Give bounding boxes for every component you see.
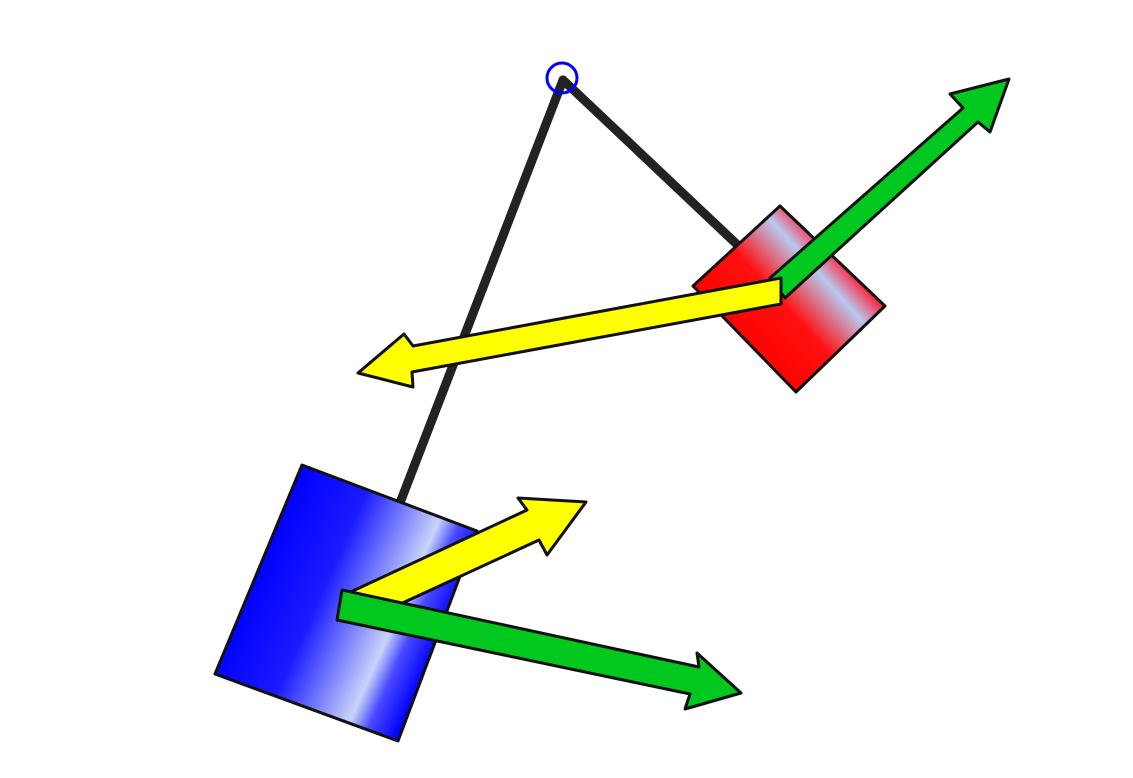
blue-block-green-arrow (335, 588, 743, 711)
blue-block-yellow-arrow (340, 496, 588, 608)
rod-to-red-block (558, 75, 750, 257)
pivot-circle (545, 61, 579, 95)
red-block-green-arrow (768, 77, 1011, 300)
red-block-yellow-arrow (356, 276, 783, 389)
rod-to-blue-block (393, 75, 568, 513)
red-block (691, 204, 887, 394)
